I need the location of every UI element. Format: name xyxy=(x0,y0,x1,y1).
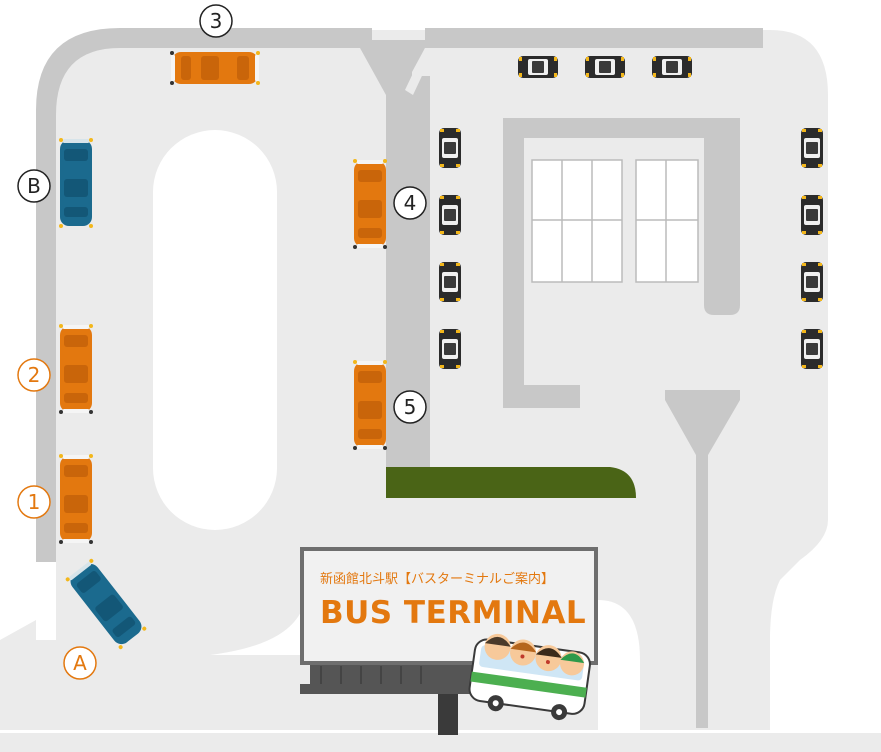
children-bus-icon xyxy=(468,633,591,721)
svg-text:3: 3 xyxy=(210,9,223,33)
taxi-icon xyxy=(801,329,823,369)
taxi-icon xyxy=(801,128,823,168)
bus-icon xyxy=(59,324,93,414)
bay-1-label[interactable]: 1 xyxy=(17,485,51,519)
bus-icon xyxy=(170,51,260,85)
median-road-right xyxy=(410,76,430,468)
bay-3-label[interactable]: 3 xyxy=(199,4,233,38)
svg-text:4: 4 xyxy=(404,191,417,215)
taxi-icon xyxy=(585,56,625,78)
parking-outline xyxy=(503,118,740,408)
svg-text:A: A xyxy=(73,651,87,675)
perimeter-road xyxy=(145,28,763,48)
bus-icon xyxy=(353,360,387,450)
median-road xyxy=(360,48,425,468)
bay-b-label[interactable]: B xyxy=(17,169,51,203)
median-divider xyxy=(405,48,435,95)
taxi-icon xyxy=(439,329,461,369)
billboard-icon: 新函館北斗駅【バスターミナルご案内】 BUS TERMINAL xyxy=(300,547,598,735)
taxi-icon xyxy=(801,262,823,302)
svg-text:B: B xyxy=(27,174,41,198)
bus-icon xyxy=(59,454,93,544)
bay-5-label[interactable]: 5 xyxy=(393,390,427,424)
bay-2-label[interactable]: 2 xyxy=(17,358,51,392)
taxi-icon xyxy=(801,195,823,235)
taxi-icon xyxy=(439,195,461,235)
parking-spaces xyxy=(531,159,699,283)
svg-text:5: 5 xyxy=(404,395,417,419)
bay-4-label[interactable]: 4 xyxy=(393,186,427,220)
bay-a-label[interactable]: A xyxy=(63,646,97,680)
billboard-title: BUS TERMINAL xyxy=(320,595,586,631)
svg-text:2: 2 xyxy=(28,363,41,387)
taxi-icon xyxy=(518,56,558,78)
taxi-icon xyxy=(439,262,461,302)
bus-icon xyxy=(59,138,93,228)
exit-road xyxy=(665,390,740,728)
taxi-icon xyxy=(439,128,461,168)
bottom-road xyxy=(0,733,881,752)
taxi-icon xyxy=(652,56,692,78)
bus-icon xyxy=(353,159,387,249)
grass-strip xyxy=(386,467,636,498)
billboard-subtitle: 新函館北斗駅【バスターミナルご案内】 xyxy=(320,571,554,587)
center-island xyxy=(153,130,277,530)
svg-text:1: 1 xyxy=(28,490,41,514)
